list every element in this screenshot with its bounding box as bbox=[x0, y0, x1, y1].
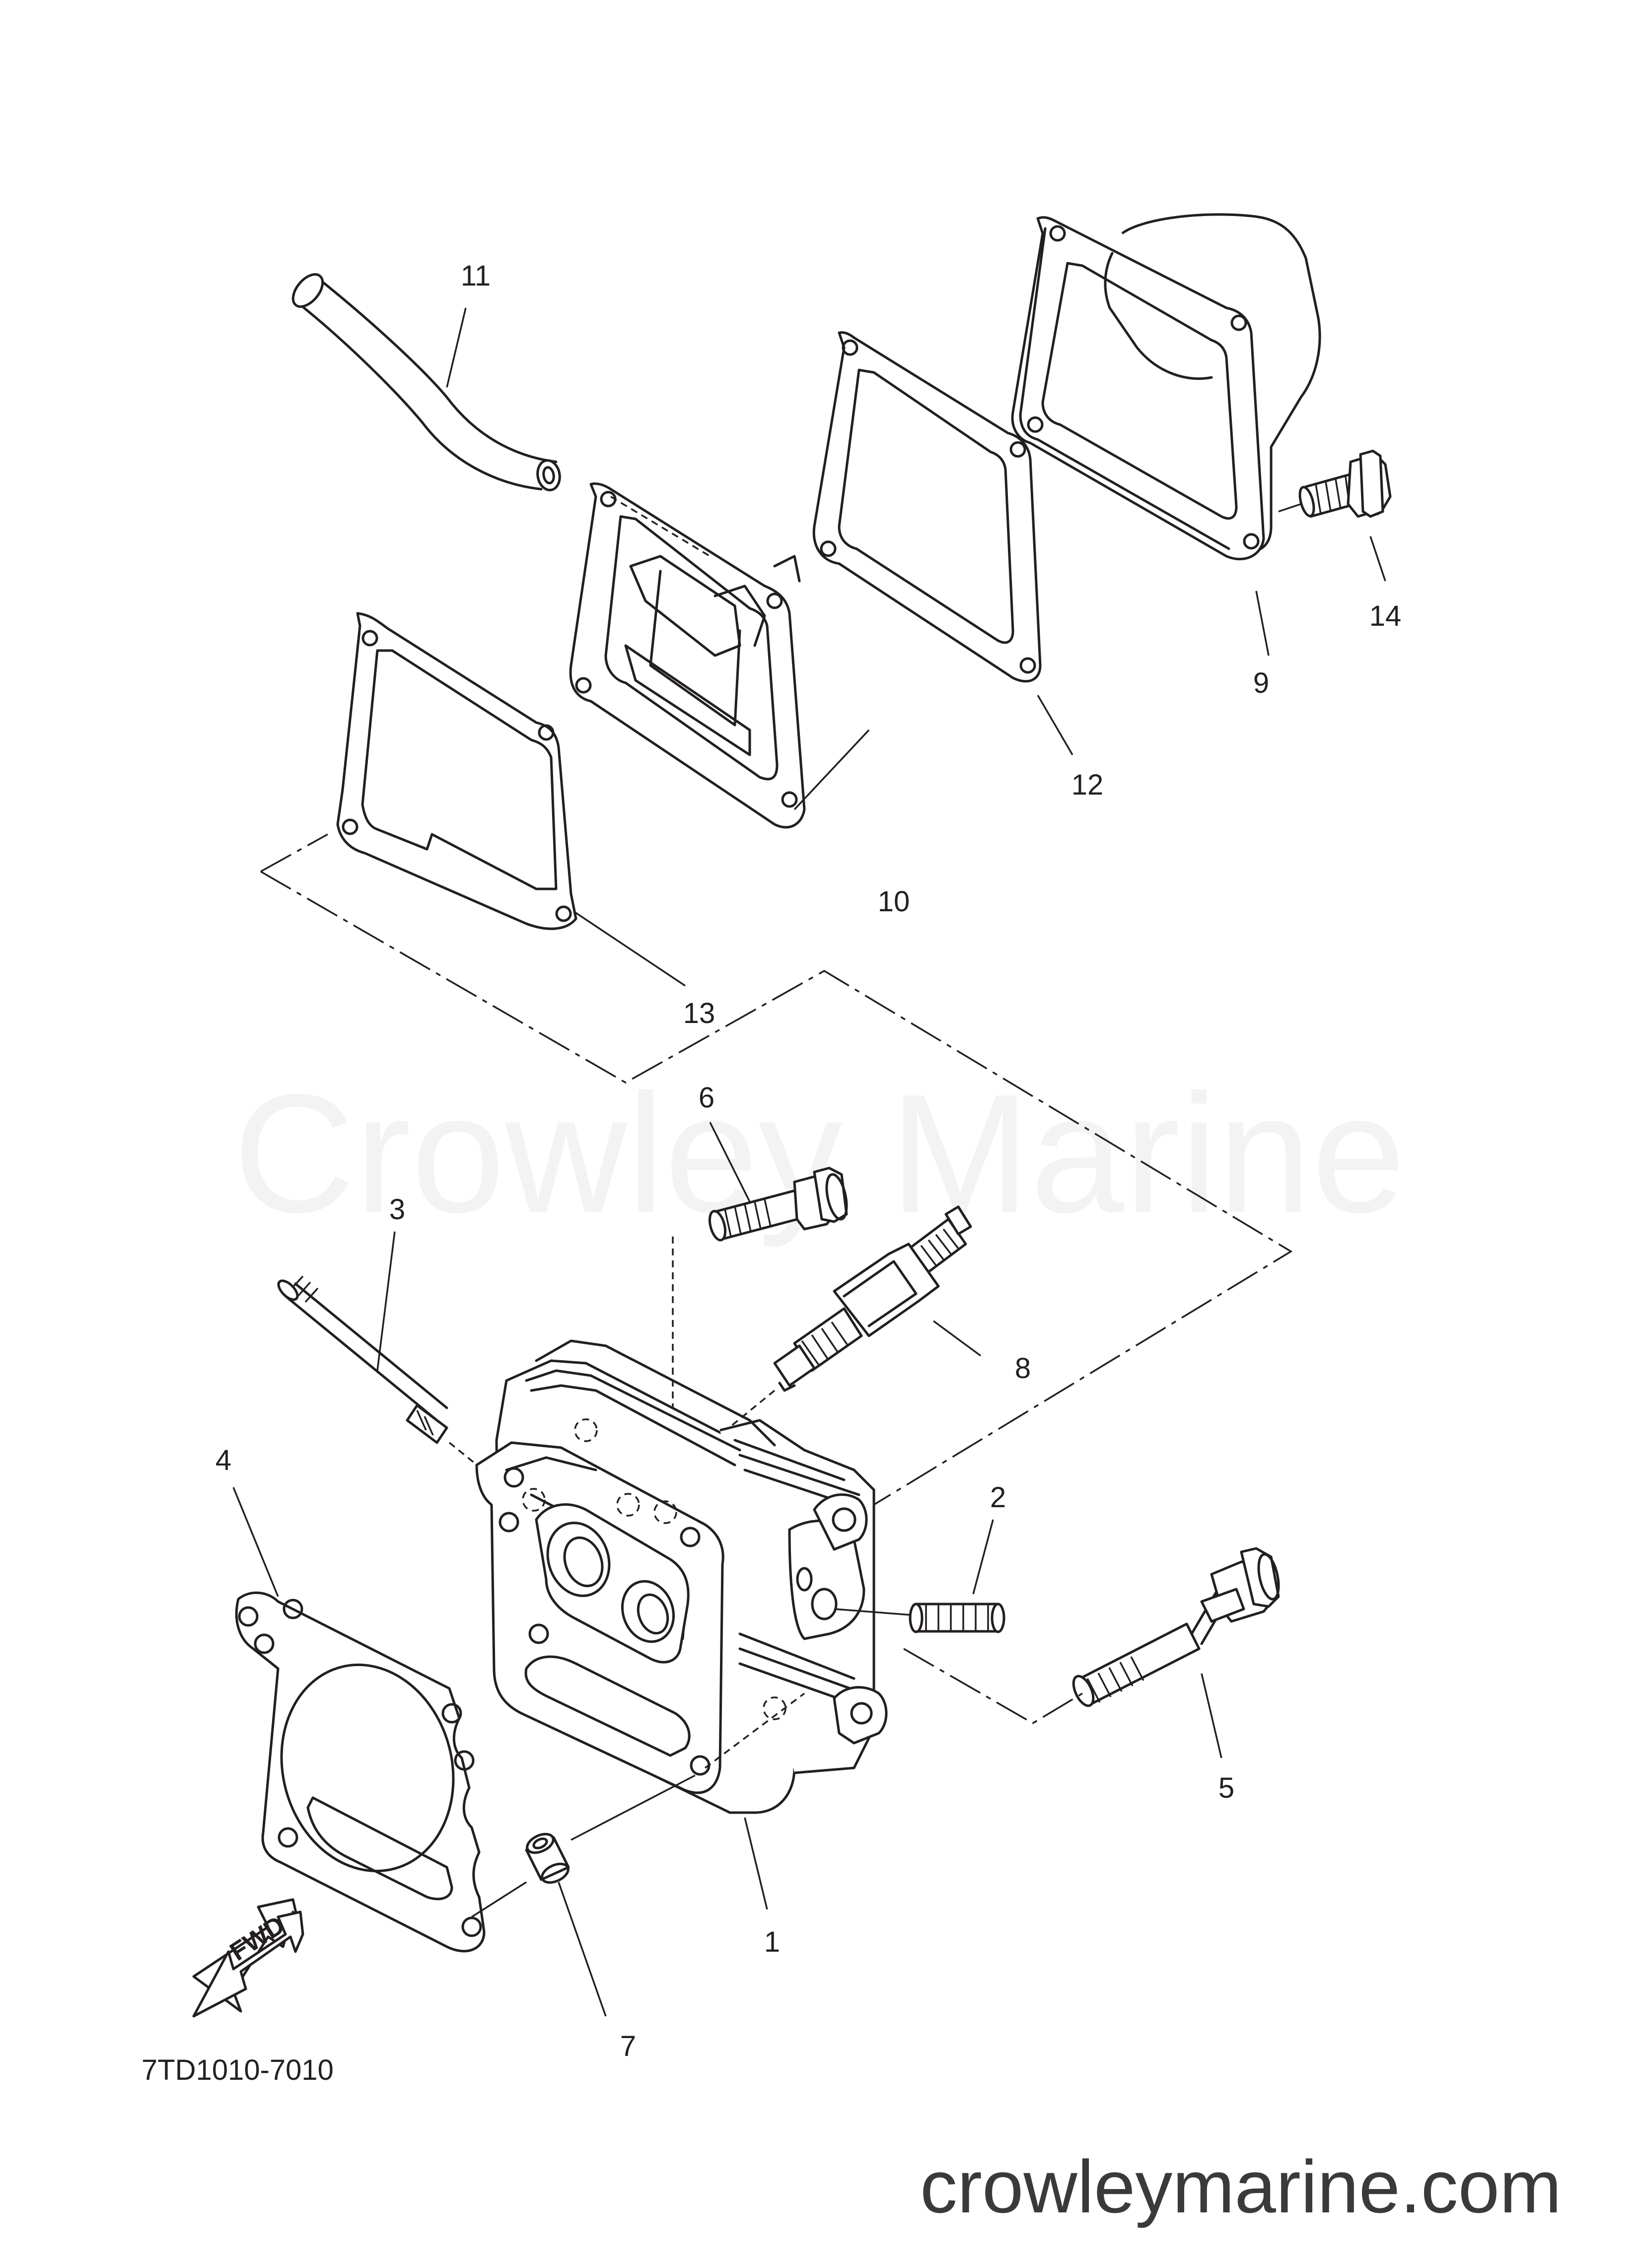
alignment-chain-upper bbox=[260, 833, 328, 873]
part-11-breather-hose[interactable] bbox=[287, 269, 562, 492]
part-14-bolt[interactable] bbox=[1278, 449, 1392, 518]
callout-11: 11 bbox=[461, 260, 491, 292]
part-10-valve-assembly[interactable] bbox=[569, 482, 806, 829]
callout-8: 8 bbox=[1015, 1352, 1031, 1385]
part-5-flange-bolt[interactable] bbox=[1070, 1547, 1282, 1709]
website-url: crowleymarine.com bbox=[920, 2145, 1562, 2228]
callout-13: 13 bbox=[683, 997, 715, 1029]
callout-3: 3 bbox=[389, 1193, 405, 1226]
callout-10: 10 bbox=[878, 885, 910, 918]
part-3-stud-bolt[interactable] bbox=[276, 1275, 502, 1486]
fwd-arrow-icon: FWD bbox=[192, 1898, 304, 2018]
callout-4: 4 bbox=[215, 1444, 231, 1476]
callout-5: 5 bbox=[1218, 1772, 1234, 1804]
callout-2: 2 bbox=[990, 1481, 1006, 1514]
alignment-chain-lines bbox=[260, 871, 1293, 1725]
part-12-gasket[interactable] bbox=[812, 331, 1042, 683]
callout-9: 9 bbox=[1253, 667, 1269, 699]
callout-1: 1 bbox=[764, 1926, 780, 1958]
part-1-cylinder-head[interactable] bbox=[475, 1339, 888, 1814]
leader-lines bbox=[232, 307, 1386, 2017]
part-9-head-cover[interactable] bbox=[1011, 213, 1321, 561]
callout-12: 12 bbox=[1071, 769, 1104, 801]
part-6-bolt[interactable] bbox=[672, 1167, 850, 1435]
part-2-stud[interactable] bbox=[834, 1603, 1005, 1633]
diagram-code: 7TD1010-7010 bbox=[142, 2054, 334, 2086]
callout-14: 14 bbox=[1369, 600, 1402, 632]
callout-6: 6 bbox=[699, 1082, 714, 1114]
part-7-dowel-pin[interactable] bbox=[471, 1774, 696, 1918]
part-13-gasket[interactable] bbox=[336, 612, 577, 930]
part-4-head-gasket[interactable] bbox=[235, 1591, 486, 1953]
part-8-spark-plug[interactable] bbox=[719, 1205, 972, 1436]
callout-7: 7 bbox=[620, 2030, 636, 2062]
